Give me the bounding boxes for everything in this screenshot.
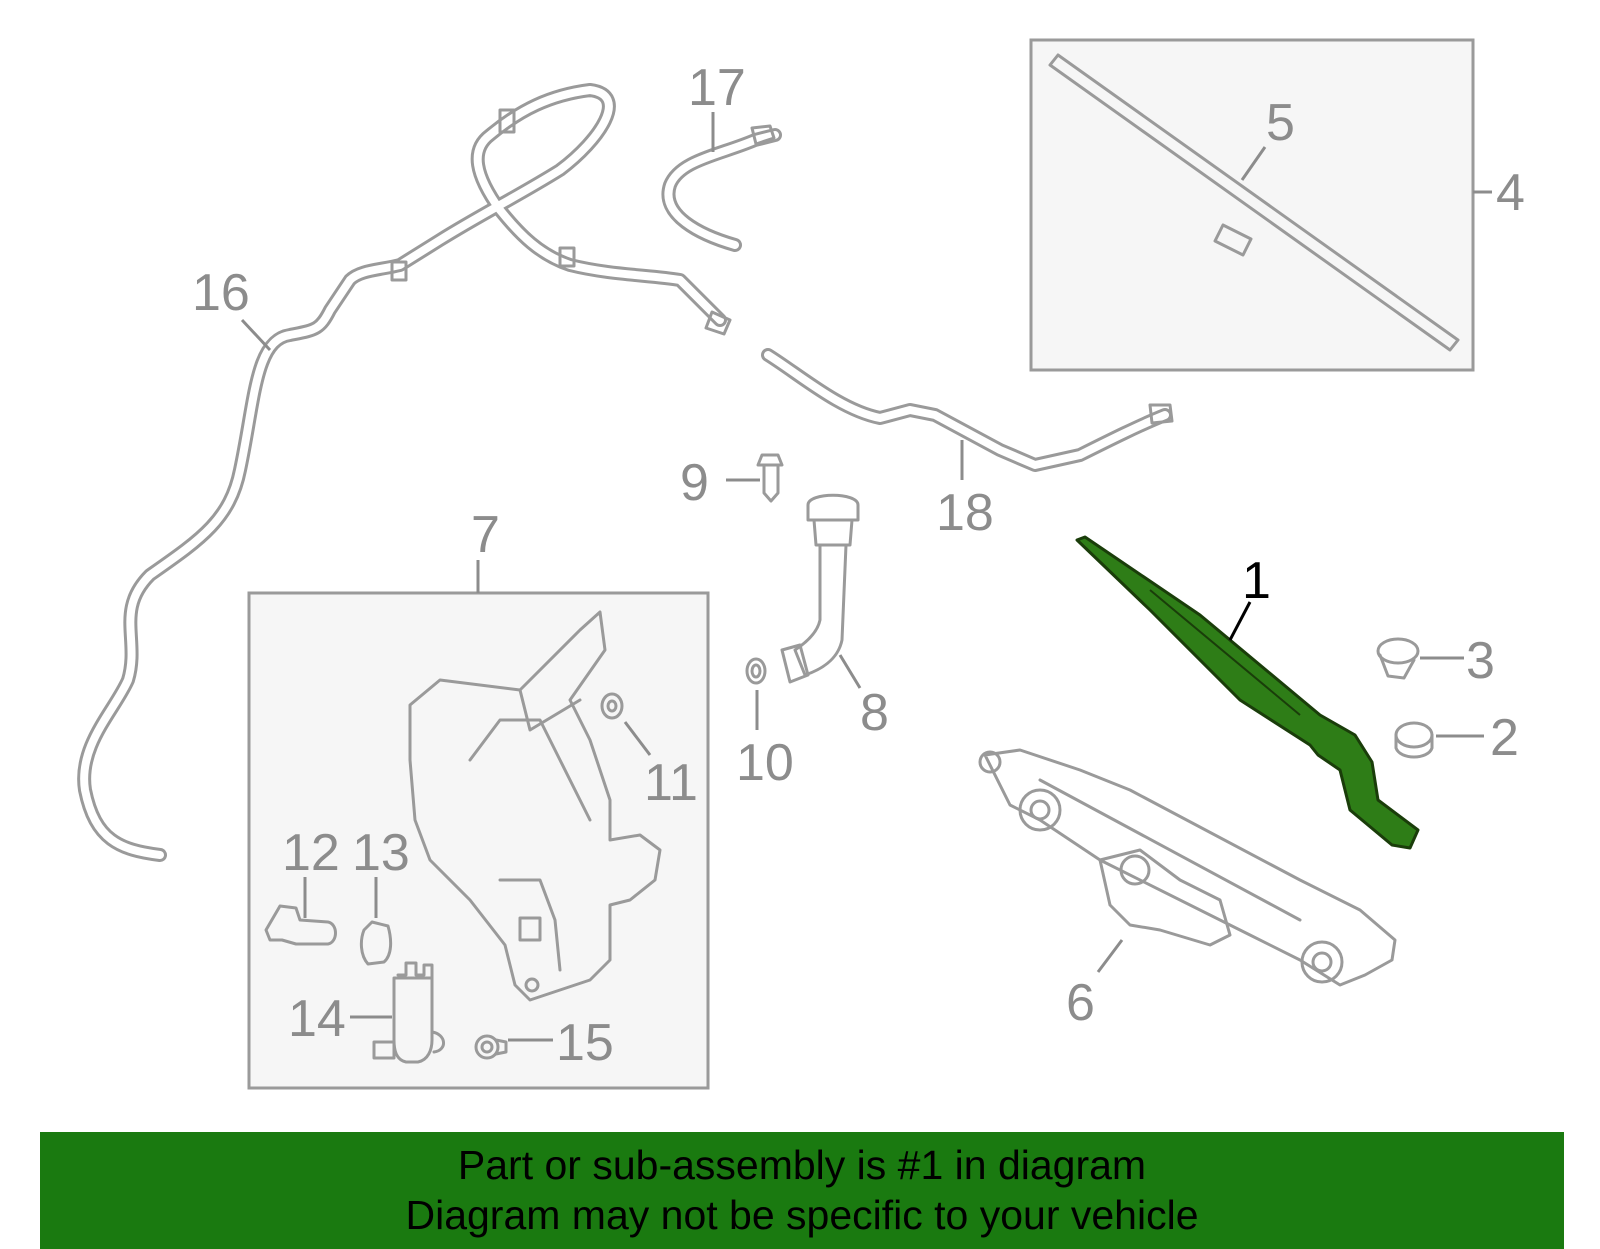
part-10-o-ring[interactable] <box>745 657 767 685</box>
callout-17[interactable]: 17 <box>688 59 746 117</box>
part-14-washer-pump[interactable] <box>372 961 445 1064</box>
callout-11[interactable]: 11 <box>644 754 698 812</box>
callout-6[interactable]: 6 <box>1066 974 1095 1032</box>
part-2-nut[interactable] <box>1394 721 1434 759</box>
leader-16 <box>240 318 272 352</box>
part-13-seal[interactable] <box>359 920 393 966</box>
callout-3[interactable]: 3 <box>1466 632 1495 690</box>
callout-7[interactable]: 7 <box>471 506 500 564</box>
part-6-motor-linkage[interactable] <box>978 748 1397 987</box>
part-11-grommet[interactable] <box>600 692 624 720</box>
part-1-wiper-arm[interactable] <box>1075 535 1420 850</box>
part-3-cap[interactable] <box>1376 637 1420 680</box>
leader-5 <box>1240 146 1267 181</box>
callout-12[interactable]: 12 <box>282 824 340 882</box>
info-banner: Part or sub-assembly is #1 in diagram Di… <box>40 1132 1564 1249</box>
callout-9[interactable]: 9 <box>680 454 709 512</box>
callout-2[interactable]: 2 <box>1490 709 1519 767</box>
part-18-hose[interactable] <box>761 348 1174 472</box>
part-4-wiper-blade-box[interactable] <box>1029 38 1475 372</box>
callout-14[interactable]: 14 <box>288 990 346 1048</box>
banner-line-1: Part or sub-assembly is #1 in diagram <box>457 1142 1147 1188</box>
callout-8[interactable]: 8 <box>860 684 889 742</box>
leader-1 <box>1228 601 1252 641</box>
part-17-hose[interactable] <box>661 124 782 252</box>
callout-5[interactable]: 5 <box>1266 94 1295 152</box>
leader-11 <box>623 721 652 756</box>
leader-lines <box>240 112 1492 1042</box>
part-7-reservoir-box[interactable] <box>247 591 710 1090</box>
callout-16[interactable]: 16 <box>192 264 250 322</box>
leader-8 <box>838 654 862 689</box>
callout-13[interactable]: 13 <box>352 824 410 882</box>
callout-10[interactable]: 10 <box>736 734 794 792</box>
leader-6 <box>1096 939 1124 973</box>
callout-18[interactable]: 18 <box>936 484 994 542</box>
callout-15[interactable]: 15 <box>556 1014 614 1072</box>
part-12-level-sensor[interactable] <box>264 904 337 946</box>
banner-line-2: Diagram may not be specific to your vehi… <box>405 1192 1199 1238</box>
part-8-filler-neck[interactable] <box>780 493 860 684</box>
part-9-bolt[interactable] <box>756 453 784 503</box>
part-15-plug[interactable] <box>474 1034 508 1060</box>
callout-1[interactable]: 1 <box>1242 552 1271 610</box>
part-16-washer-hose[interactable] <box>77 83 732 862</box>
callout-4[interactable]: 4 <box>1496 164 1525 222</box>
